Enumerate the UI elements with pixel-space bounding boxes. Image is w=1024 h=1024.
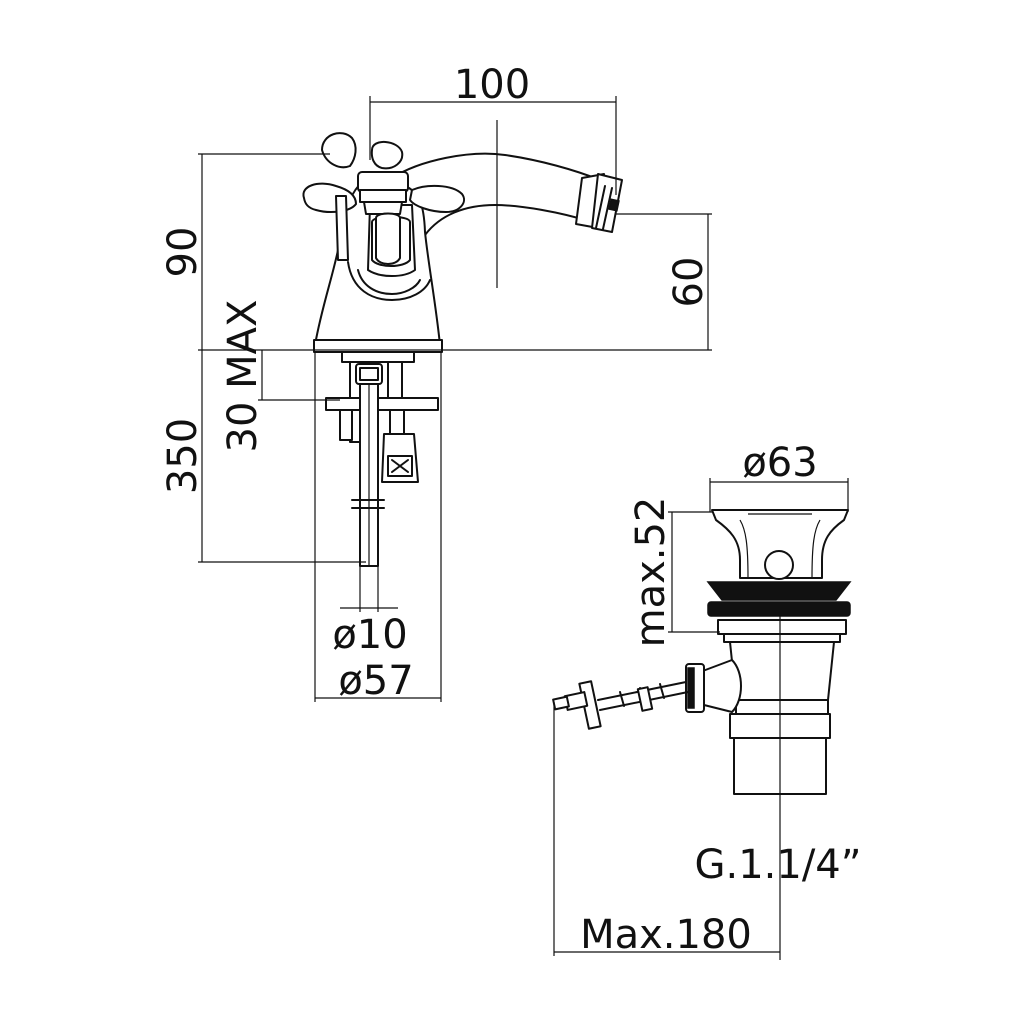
dim-tail-dia-10: ø10 bbox=[332, 612, 407, 658]
spout-aerator bbox=[575, 173, 623, 233]
dim-waste-dia-63: ø63 bbox=[742, 440, 817, 486]
waste-seal bbox=[706, 581, 852, 601]
mixer-dimensions: 100 90 60 30 MAX 350 ø10 ø57 bbox=[160, 62, 712, 704]
under-deck-fittings bbox=[325, 351, 439, 567]
dim-waste-max180: Max.180 bbox=[580, 912, 752, 958]
dim-tail-350: 350 bbox=[160, 418, 206, 494]
waste-control-rod bbox=[552, 680, 689, 730]
bidet-mixer bbox=[302, 132, 623, 567]
popup-lever bbox=[335, 195, 349, 261]
waste-plug bbox=[711, 509, 849, 579]
dim-waste-thread: G.1.1/4” bbox=[695, 842, 862, 888]
dim-width-100: 100 bbox=[454, 62, 530, 108]
popup-waste bbox=[552, 509, 852, 960]
rear-cross-handle bbox=[321, 132, 404, 170]
waste-dimensions: ø63 max.52 G.1.1/4” Max.180 bbox=[553, 440, 862, 958]
dim-waste-max52: max.52 bbox=[628, 497, 674, 648]
dim-height-90: 90 bbox=[160, 227, 206, 278]
dim-spout-60: 60 bbox=[666, 257, 712, 308]
dim-base-dia-57: ø57 bbox=[338, 658, 413, 704]
dim-deck-30max: 30 MAX bbox=[220, 300, 266, 453]
